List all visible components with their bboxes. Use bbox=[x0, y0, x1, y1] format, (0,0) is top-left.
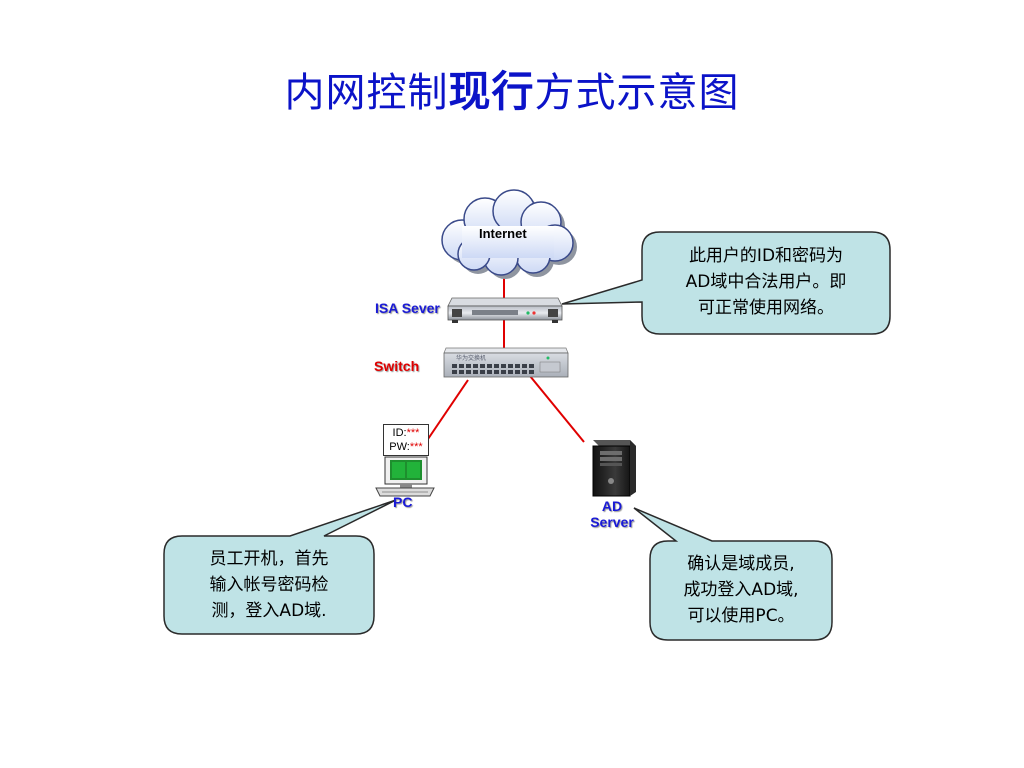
ad-server-label: AD Server bbox=[590, 498, 634, 530]
pw-label: PW: bbox=[389, 441, 410, 453]
callout-ad-line-3: 可以使用PC。 bbox=[687, 606, 795, 626]
slide-title: 内网控制现行方式示意图 bbox=[0, 58, 1024, 119]
credentials-box: ID:*** PW:*** bbox=[383, 424, 429, 456]
callout-pc-bubble bbox=[163, 499, 397, 635]
isa-server-icon bbox=[447, 297, 563, 323]
title-emphasis: 现行 bbox=[448, 67, 535, 116]
id-value: *** bbox=[406, 427, 420, 439]
callout-ad-line-1: 确认是域成员, bbox=[687, 554, 795, 574]
isa-server-label: ISA Sever bbox=[375, 300, 440, 316]
switch-label: Switch bbox=[374, 358, 420, 374]
ad-server-icon bbox=[592, 440, 636, 497]
pc-icon bbox=[375, 456, 435, 497]
title-part-1: 内网控制 bbox=[284, 70, 449, 116]
callout-pc-text: 员工开机，首先 输入帐号密码检 测，登入AD域. bbox=[166, 546, 372, 624]
id-line: ID:*** bbox=[384, 426, 428, 440]
callout-ad-bubble bbox=[633, 507, 833, 641]
callout-pc-line-2: 输入帐号密码检 bbox=[209, 575, 329, 595]
callout-isa-line-1: 此用户的ID和密码为 bbox=[688, 246, 844, 266]
internet-cloud-icon bbox=[441, 189, 577, 279]
switch-panel-text: 华为交换机 bbox=[456, 354, 486, 362]
pw-value: *** bbox=[409, 441, 423, 453]
title-part-2: 方式示意图 bbox=[534, 70, 740, 116]
callout-pc-line-3: 测，登入AD域. bbox=[211, 601, 327, 621]
internet-label: Internet bbox=[479, 226, 527, 241]
callout-isa-bubble bbox=[561, 231, 891, 335]
link-switch-pc bbox=[425, 379, 469, 443]
switch-icon: 华为交换机 bbox=[443, 347, 569, 378]
callout-isa-line-3: 可正常使用网络。 bbox=[698, 298, 834, 318]
link-switch-ad bbox=[529, 375, 585, 443]
callout-pc-line-1: 员工开机，首先 bbox=[209, 549, 329, 569]
pc-label: PC bbox=[393, 494, 413, 510]
id-label: ID: bbox=[392, 427, 407, 439]
callout-ad-line-2: 成功登入AD域, bbox=[683, 580, 799, 600]
callout-ad-text: 确认是域成员, 成功登入AD域, 可以使用PC。 bbox=[652, 551, 830, 629]
pw-line: PW:*** bbox=[384, 440, 428, 454]
callout-isa-line-2: AD域中合法用户。即 bbox=[685, 272, 847, 292]
callout-isa-text: 此用户的ID和密码为 AD域中合法用户。即 可正常使用网络。 bbox=[644, 243, 888, 321]
